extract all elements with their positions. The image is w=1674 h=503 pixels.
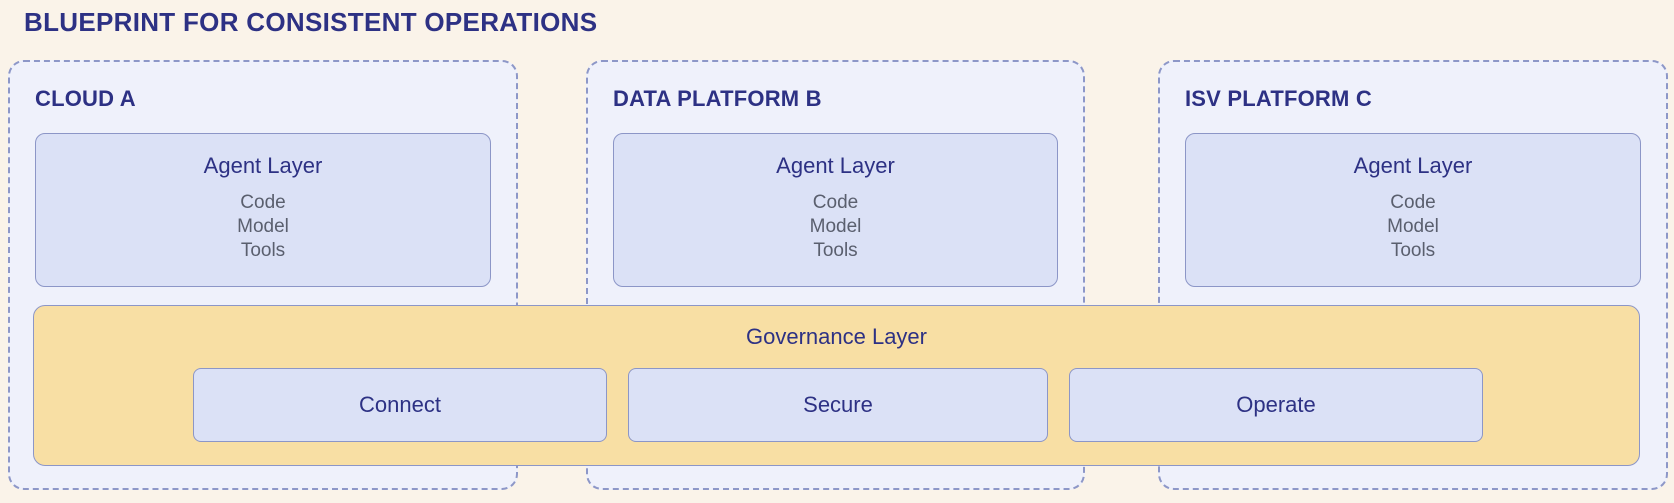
agent-layer-title: Agent Layer — [776, 153, 895, 178]
agent-layer-items: Code Model Tools — [614, 191, 1057, 263]
governance-box-operate: Operate — [1069, 368, 1483, 442]
agent-layer-box: Agent Layer Code Model Tools — [1185, 133, 1641, 287]
diagram-title: BLUEPRINT FOR CONSISTENT OPERATIONS — [24, 7, 598, 37]
agent-layer-items: Code Model Tools — [36, 191, 490, 263]
agent-item-code: Code — [812, 192, 859, 213]
governance-box-secure: Secure — [628, 368, 1048, 442]
agent-item-model: Model — [237, 216, 289, 237]
agent-layer-box: Agent Layer Code Model Tools — [613, 133, 1058, 287]
governance-layer-title: Governance Layer — [746, 324, 927, 349]
agent-layer-title: Agent Layer — [1353, 153, 1473, 178]
agent-layer-items: Code Model Tools — [1186, 191, 1640, 263]
platform-heading: DATA PLATFORM B — [613, 86, 822, 111]
platform-heading: ISV PLATFORM C — [1185, 86, 1372, 111]
agent-item-tools: Tools — [240, 240, 286, 261]
agent-layer-box: Agent Layer Code Model Tools — [35, 133, 491, 287]
platform-heading: CLOUD A — [35, 86, 136, 111]
governance-layer-box: Governance Layer Connect Secure Operate — [33, 305, 1640, 466]
agent-item-tools: Tools — [1390, 240, 1436, 261]
agent-layer-title: Agent Layer — [203, 153, 323, 178]
agent-item-model: Model — [809, 216, 862, 237]
agent-item-code: Code — [1390, 192, 1436, 213]
agent-item-code: Code — [240, 192, 286, 213]
agent-item-tools: Tools — [813, 240, 858, 261]
governance-box-connect: Connect — [193, 368, 607, 442]
agent-item-model: Model — [1387, 216, 1439, 237]
